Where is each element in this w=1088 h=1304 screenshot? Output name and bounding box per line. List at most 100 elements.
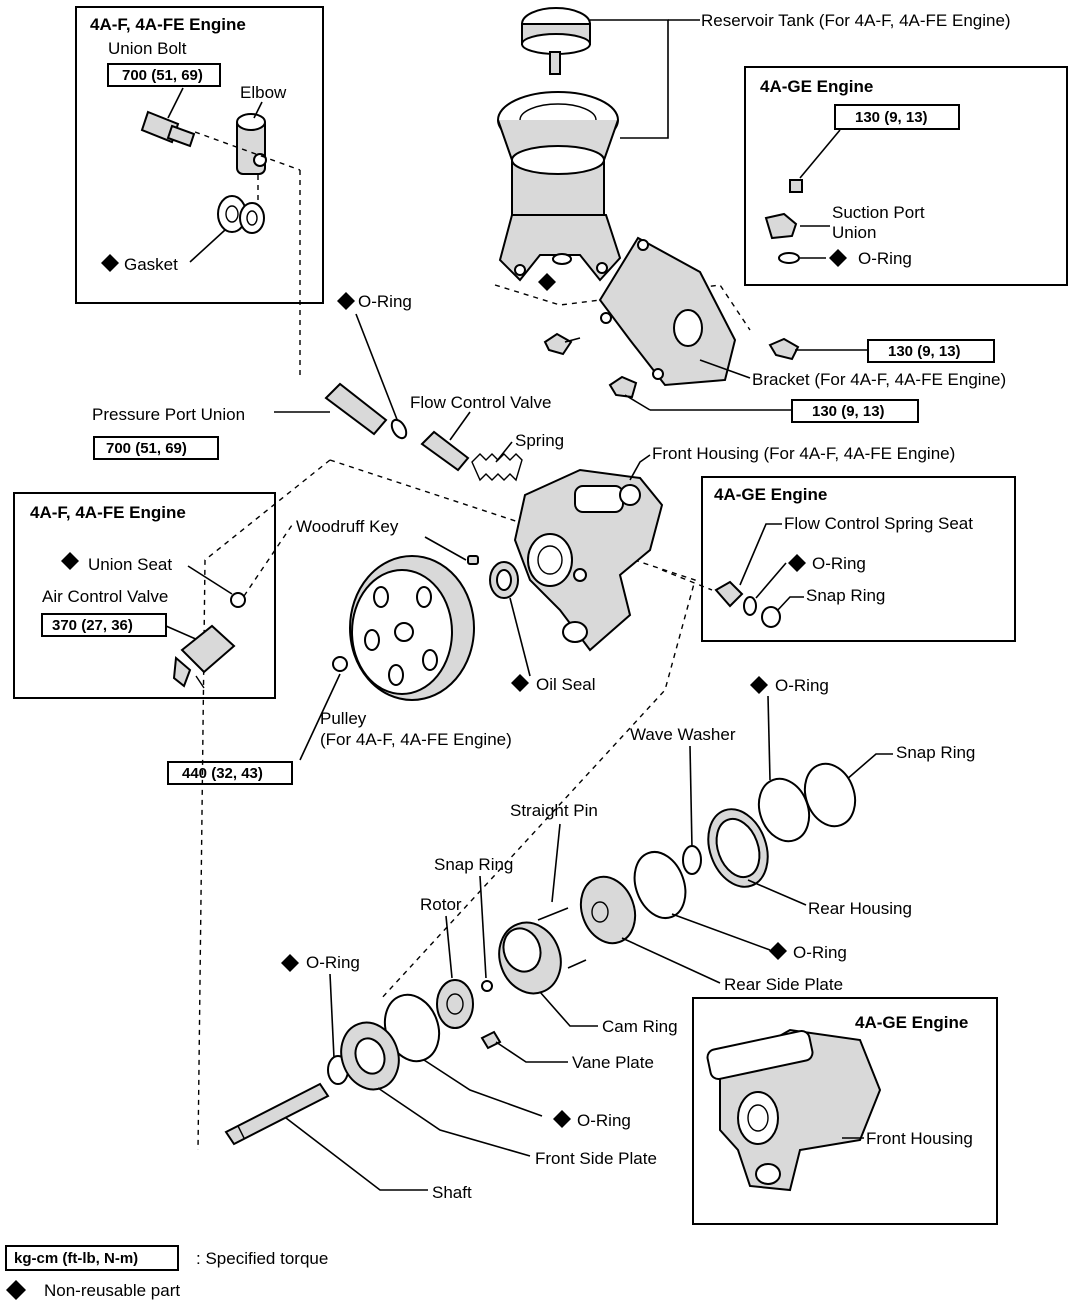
suction-port-label-2: Union — [832, 223, 876, 242]
oil-seal-part — [489, 561, 519, 599]
oil-seal-label: Oil Seal — [536, 675, 596, 694]
air-control-valve-part — [172, 624, 236, 689]
snap-ring-mid-label: Snap Ring — [434, 855, 513, 874]
shaft-label: Shaft — [432, 1183, 472, 1202]
flow-control-spring-seat-label: Flow Control Spring Seat — [784, 514, 973, 533]
o-ring-left-label: O-Ring — [306, 953, 360, 972]
bracket-bolt-right — [768, 337, 800, 361]
box-4af-fe-union-bolt: 4A-F, 4A-FE Engine Union Bolt 700 (51, 6… — [75, 6, 324, 304]
front-housing-4age-part — [706, 1028, 882, 1192]
bracket-label: Bracket (For 4A-F, 4A-FE Engine) — [752, 370, 1006, 389]
shaft-part — [224, 1082, 330, 1146]
box-4af-fe-air-control: 4A-F, 4A-FE Engine Union Seat Air Contro… — [13, 492, 276, 699]
rear-side-plate-part — [579, 875, 637, 945]
nonreusable-diamond-icon — [769, 942, 787, 960]
o-ring-right-label: O-Ring — [775, 676, 829, 695]
nonreusable-diamond-icon — [829, 249, 847, 267]
front-housing-label: Front Housing (For 4A-F, 4A-FE Engine) — [652, 444, 955, 463]
reservoir-tank-label: Reservoir Tank (For 4A-F, 4A-FE Engine) — [701, 11, 1011, 30]
box-title: 4A-F, 4A-FE Engine — [30, 503, 186, 522]
vane-plate-part — [480, 1030, 502, 1050]
nonreusable-diamond-icon — [6, 1280, 26, 1300]
elbow-label: Elbow — [240, 83, 287, 102]
front-side-plate-part — [340, 1021, 400, 1091]
flow-control-valve-label: Flow Control Valve — [410, 393, 551, 412]
spring-part — [471, 453, 523, 482]
pressure-port-union-part — [324, 382, 408, 440]
union-bolt-label: Union Bolt — [108, 39, 187, 58]
gasket-part — [217, 195, 265, 234]
mid-right-snap-ring-label: Snap Ring — [806, 586, 885, 605]
nonreusable-diamond-icon — [788, 554, 806, 572]
mid-right-o-ring-label: O-Ring — [812, 554, 866, 573]
rear-housing-part — [707, 808, 769, 888]
suction-o-ring-label: O-Ring — [858, 249, 912, 268]
flow-control-valve-part — [420, 430, 470, 472]
pulley-torque: 440 (32, 43) — [182, 765, 263, 782]
box-title: 4A-GE Engine — [760, 77, 873, 96]
spring-label: Spring — [515, 431, 564, 450]
woodruff-key-part — [467, 555, 479, 565]
nonreusable-diamond-icon — [538, 273, 556, 291]
pulley-label-2: (For 4A-F, 4A-FE Engine) — [320, 730, 512, 749]
front-housing-4age-label: Front Housing — [866, 1129, 973, 1148]
snap-ring-part — [803, 762, 857, 828]
bracket-bolt-bottom — [608, 375, 638, 399]
vane-plate-label: Vane Plate — [572, 1053, 654, 1072]
nonreusable-diamond-icon — [61, 552, 79, 570]
union-bolt-part — [140, 110, 196, 148]
air-control-torque: 370 (27, 36) — [52, 617, 133, 634]
pressure-port-torque: 700 (51, 69) — [106, 440, 187, 457]
suction-torque: 130 (9, 13) — [855, 109, 928, 126]
legend-torque-box: kg-cm (ft-lb, N-m) — [14, 1250, 138, 1267]
straight-pin-part-2 — [567, 959, 587, 969]
straight-pin-label: Straight Pin — [510, 801, 598, 820]
pulley-nut-part — [332, 656, 348, 672]
nonreusable-diamond-icon — [553, 1110, 571, 1128]
wave-washer-label: Wave Washer — [630, 725, 736, 744]
front-housing-main-part — [513, 468, 664, 652]
box-4age-suction-port: 4A-GE Engine 130 (9, 13) Suction Port Un… — [744, 66, 1068, 286]
rotor-part — [436, 979, 474, 1029]
snap-ring-mid-part — [481, 980, 493, 992]
box-title: 4A-F, 4A-FE Engine — [90, 15, 246, 34]
legend-nonreusable-text: Non-reusable part — [44, 1281, 180, 1300]
bracket-torque-1: 130 (9, 13) — [888, 343, 961, 360]
wave-washer-part — [682, 845, 702, 875]
box-4age-flow-control: 4A-GE Engine Flow Control Spring Seat O-… — [701, 476, 1016, 642]
nonreusable-diamond-icon — [281, 954, 299, 972]
o-ring-top-label: O-Ring — [358, 292, 412, 311]
nonreusable-diamond-icon — [101, 254, 119, 272]
woodruff-key-label: Woodruff Key — [296, 517, 399, 536]
legend-torque-text: : Specified torque — [196, 1249, 328, 1268]
union-seat-label: Union Seat — [88, 555, 172, 574]
air-control-valve-label: Air Control Valve — [42, 587, 168, 606]
o-ring-rear-part — [633, 851, 687, 919]
rotor-label: Rotor — [420, 895, 462, 914]
cam-ring-label: Cam Ring — [602, 1017, 678, 1036]
box-title: 4A-GE Engine — [714, 485, 827, 504]
o-ring-rear-label: O-Ring — [793, 943, 847, 962]
bracket-torque-2: 130 (9, 13) — [812, 403, 885, 420]
assembly-outline-upper — [197, 170, 696, 1151]
bracket-bolt-left — [543, 332, 581, 356]
assembly-outline-reservoir — [494, 284, 751, 331]
straight-pin-part — [537, 907, 569, 921]
legend: kg-cm (ft-lb, N-m) : Specified torque No… — [5, 1245, 328, 1300]
reservoir-tank-part — [497, 7, 622, 282]
cam-ring-part — [498, 921, 562, 995]
o-ring-bottom-label: O-Ring — [577, 1111, 631, 1130]
pulley-part — [349, 555, 475, 701]
rear-side-plate-label: Rear Side Plate — [724, 975, 843, 994]
pulley-label-1: Pulley — [320, 709, 367, 728]
suction-port-label-1: Suction Port — [832, 203, 925, 222]
union-bolt-torque: 700 (51, 69) — [122, 67, 203, 84]
bracket-part — [598, 236, 737, 387]
gasket-label: Gasket — [124, 255, 178, 274]
rear-housing-label: Rear Housing — [808, 899, 912, 918]
elbow-part — [236, 113, 267, 175]
nonreusable-diamond-icon — [337, 292, 355, 310]
box-title: 4A-GE Engine — [855, 1013, 968, 1032]
box-4age-front-housing: 4A-GE Engine Front Housing — [692, 997, 998, 1225]
